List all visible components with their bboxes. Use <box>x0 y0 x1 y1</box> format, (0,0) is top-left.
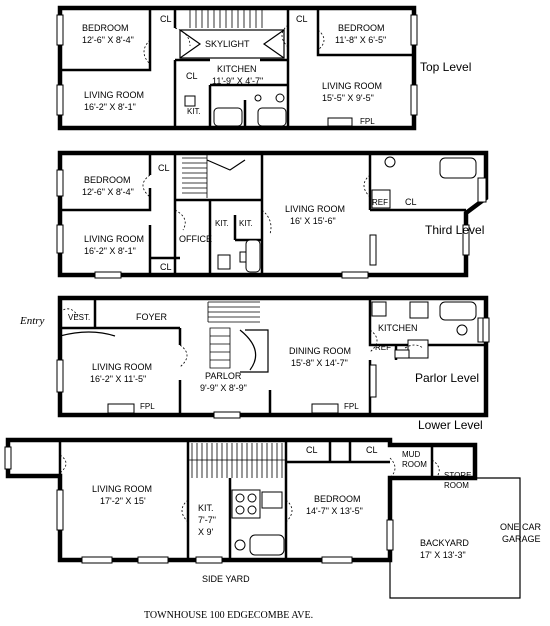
window <box>410 84 418 116</box>
lower-bedroom-name: BEDROOM <box>314 494 361 504</box>
lower-kit-name: KIT. <box>198 503 214 513</box>
parlor-ref: REF <box>375 343 391 352</box>
lower-mud2: ROOM <box>402 460 427 469</box>
parlor-level-outer-wall <box>57 295 489 418</box>
window <box>369 364 377 398</box>
window <box>482 317 490 343</box>
third-bedroom-dim: 12'-6" X 8'-4" <box>82 187 134 197</box>
third-living1-dim: 16'-2" X 8'-1" <box>84 246 136 256</box>
lower-store1: STORE <box>444 471 471 480</box>
window <box>369 234 377 266</box>
lower-backyard-name: BACKYARD <box>420 538 469 548</box>
parlor-fpl1: FPL <box>140 402 155 411</box>
window <box>56 84 64 116</box>
third-level-plan: BEDROOM 12'-6" X 8'-4" CL LIVING ROOM 16… <box>56 150 489 279</box>
lower-level-label: Lower Level <box>418 418 483 432</box>
window <box>386 519 394 551</box>
third-ref: REF <box>372 198 388 207</box>
lower-store2: ROOM <box>444 481 469 490</box>
window <box>56 359 64 393</box>
parlor-kitchen: KITCHEN <box>378 323 418 333</box>
window <box>410 14 418 46</box>
lower-mud1: MUD <box>402 450 420 459</box>
lower-bedroom-dim: 14'-7" X 13'-5" <box>306 506 363 516</box>
lower-garage1: ONE CAR <box>500 522 542 532</box>
third-cl2: CL <box>160 262 172 272</box>
top-level-plan: BEDROOM 12'-6" X 8'-4" CL SKYLIGHT CL BE… <box>56 5 471 131</box>
third-living2-name: LIVING ROOM <box>285 204 345 214</box>
parlor-living-name: LIVING ROOM <box>92 362 152 372</box>
window <box>195 556 223 564</box>
top-cl1: CL <box>160 14 172 24</box>
parlor-level-plan: Entry VEST. FOYER KITCHEN REF LIVING ROO… <box>19 295 490 432</box>
plan-caption: TOWNHOUSE 100 EDGECOMBE AVE. <box>144 610 313 621</box>
top-kitchen-name: KITCHEN <box>217 64 257 74</box>
top-living2-name: LIVING ROOM <box>322 81 382 91</box>
top-cl3: CL <box>186 71 198 81</box>
parlor-parlor-name: PARLOR <box>205 371 242 381</box>
window <box>462 224 470 256</box>
top-bedroom2-dim: 11'-8" X 6'-5" <box>335 35 386 45</box>
top-bedroom1-dim: 12'-6" X 8'-4" <box>82 35 134 45</box>
lower-living-dim: 17'-2" X 15' <box>100 496 146 506</box>
lower-level-plan: LIVING ROOM 17'-2" X 15' KIT. 7'-7" X 9'… <box>4 437 542 599</box>
top-level-label: Top Level <box>420 60 471 74</box>
top-living2-dim: 15'-5" X 9'-5" <box>322 93 374 103</box>
lower-kit-dim1: 7'-7" <box>198 515 216 525</box>
window <box>56 224 64 254</box>
parlor-foyer: FOYER <box>136 312 168 322</box>
entry-label: Entry <box>19 315 45 327</box>
top-fpl: FPL <box>360 117 375 126</box>
parlor-dining-dim: 15'-8" X 14'-7" <box>291 358 348 368</box>
top-cl2: CL <box>296 14 308 24</box>
window <box>321 556 353 564</box>
third-living1-name: LIVING ROOM <box>84 234 144 244</box>
third-level-label: Third Level <box>425 223 484 237</box>
parlor-fpl2: FPL <box>344 402 359 411</box>
top-kit: KIT. <box>187 107 201 116</box>
window <box>341 271 369 279</box>
window <box>94 271 122 279</box>
top-bedroom2-name: BEDROOM <box>338 23 385 33</box>
lower-cl1: CL <box>306 445 318 455</box>
third-level-outer-wall <box>57 150 489 278</box>
window <box>56 14 64 46</box>
window <box>56 169 64 197</box>
third-cl1: CL <box>158 163 170 173</box>
window <box>4 446 12 470</box>
window <box>137 556 169 564</box>
top-living1-name: LIVING ROOM <box>84 90 144 100</box>
lower-backyard-dim: 17' X 13'-3" <box>420 550 466 560</box>
top-bedroom1-name: BEDROOM <box>82 23 129 33</box>
parlor-vest: VEST. <box>68 313 90 322</box>
parlor-parlor-dim: 9'-9" X 8'-9" <box>200 383 247 393</box>
window <box>81 556 113 564</box>
window <box>213 411 241 419</box>
third-kit1: KIT. <box>215 219 229 228</box>
third-office: OFFICE <box>179 234 212 244</box>
parlor-level-label: Parlor Level <box>415 371 479 385</box>
third-kit2: KIT. <box>239 219 253 228</box>
third-bedroom-name: BEDROOM <box>84 175 131 185</box>
lower-living-name: LIVING ROOM <box>92 484 152 494</box>
top-level-outer-wall <box>57 5 417 131</box>
lower-garage2: GARAGE <box>502 534 541 544</box>
lower-kit-dim2: X 9' <box>198 527 214 537</box>
parlor-living-dim: 16'-2" X 11'-5" <box>90 374 146 384</box>
top-skylight: SKYLIGHT <box>205 39 250 49</box>
top-living1-dim: 16'-2" X 8'-1" <box>84 102 136 112</box>
lower-cl2: CL <box>366 445 378 455</box>
third-living2-dim: 16' X 15'-6" <box>290 216 336 226</box>
window <box>56 489 64 531</box>
top-kitchen-dim: 11'-9" X 4'-7" <box>212 76 263 86</box>
parlor-dining-name: DINING ROOM <box>289 346 351 356</box>
third-cl3: CL <box>405 197 417 207</box>
lower-sideyard: SIDE YARD <box>202 574 250 584</box>
